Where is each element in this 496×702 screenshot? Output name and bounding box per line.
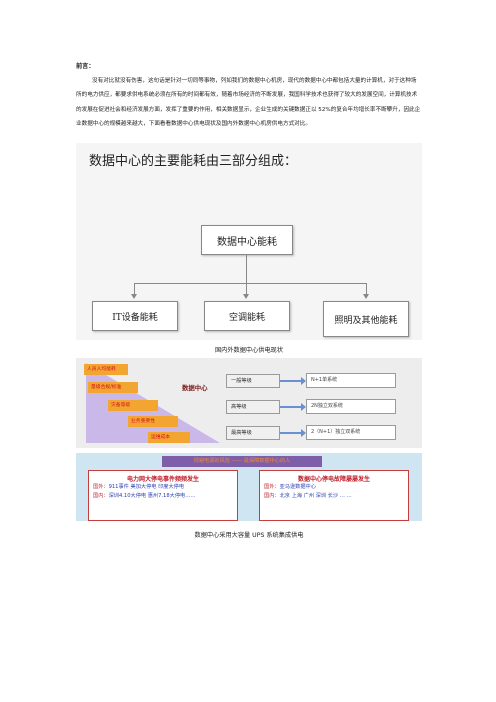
tier-level-1: 一般等级 <box>226 374 280 388</box>
node-lighting: 照明及其他能耗 <box>323 301 409 337</box>
stair-4: 业务重要性 <box>128 416 178 427</box>
stair-2: 量级合规/标准 <box>88 382 138 393</box>
incident-card-grid: 电力网大停电事件频频发生 国外：911事件 美加大停电 印度大停电 国内：深圳4… <box>88 470 238 521</box>
caption-2: 数据中心采用大容量 UPS 系统集成供电 <box>194 532 304 539</box>
node-root: 数据中心能耗 <box>201 225 293 255</box>
incident-card-datacenter: 数据中心停电故障屡屡发生 国外：亚马逊数据中心 国内：北京 上海 广州 深圳 长… <box>259 470 409 521</box>
card-dc-title: 数据中心停电故障屡屡发生 <box>297 476 370 483</box>
connector-mid <box>246 283 247 294</box>
tier-diagram: 人员人均能耗 量级合规/标准 灾备等级 业务重要性 运维成本 数据中心 一般等级… <box>76 358 422 448</box>
card-grid-domestic: 国内：深圳4.10大停电 惠州7.18大停电…… <box>93 493 196 499</box>
energy-diagram: 数据中心的主要能耗由三部分组成： 数据中心能耗 IT设备能耗 空调能耗 照明及其… <box>76 143 422 340</box>
card-grid-title: 电力网大停电事件频频发生 <box>126 476 199 483</box>
connector-right <box>366 283 367 294</box>
card-dc-foreign: 国外：亚马逊数据中心 <box>264 484 316 490</box>
intro-paragraph: 没有对比就没有伤害，这句话是针对一切同等事物，列如我们的数据中心机房，现代的数据… <box>76 78 421 127</box>
tier-system-1: N+1单系统 <box>306 373 396 388</box>
node-ac: 空调能耗 <box>204 301 290 331</box>
card-grid-foreign: 国外：911事件 美加大停电 印度大停电 <box>93 484 185 490</box>
arrow-right-icon <box>280 403 306 411</box>
connector-root-down <box>246 255 247 283</box>
caption-1: 国内外数据中心供电现状 <box>214 347 284 354</box>
tier-level-3: 最高等级 <box>226 426 280 440</box>
arrow-mid <box>243 294 249 299</box>
tier-system-2: 2N独立双系统 <box>306 399 396 414</box>
stair-1: 人员人均能耗 <box>84 364 128 375</box>
card-dc-domestic: 国内：北京 上海 广州 深圳 长沙 … … <box>264 493 352 499</box>
tier-center-label: 数据中心 <box>182 384 208 392</box>
tier-system-3: 2（N+1）独立双系统 <box>306 425 396 440</box>
arrow-left <box>131 294 137 299</box>
connector-horizontal <box>134 283 366 284</box>
intro-text: 前言： 没有对比就没有伤害，这句话是针对一切同等事物，列如我们的数据中心机房，现… <box>76 60 422 131</box>
arrow-right-icon <box>280 429 306 437</box>
diagram-title: 数据中心的主要能耗由三部分组成： <box>89 154 298 169</box>
arrow-right <box>363 294 369 299</box>
incident-banner: 规避电源的风险 —— 是保障数据中心的人 <box>162 456 322 467</box>
node-it: IT设备能耗 <box>92 301 178 331</box>
stair-3: 灾备等级 <box>108 400 158 411</box>
tier-level-2: 高等级 <box>226 400 280 414</box>
incident-panel: 规避电源的风险 —— 是保障数据中心的人 电力网大停电事件频频发生 国外：911… <box>76 453 422 521</box>
intro-heading: 前言： <box>76 63 95 70</box>
stair-5: 运维成本 <box>148 432 190 443</box>
arrow-right-icon <box>280 377 306 385</box>
connector-left <box>134 283 135 294</box>
